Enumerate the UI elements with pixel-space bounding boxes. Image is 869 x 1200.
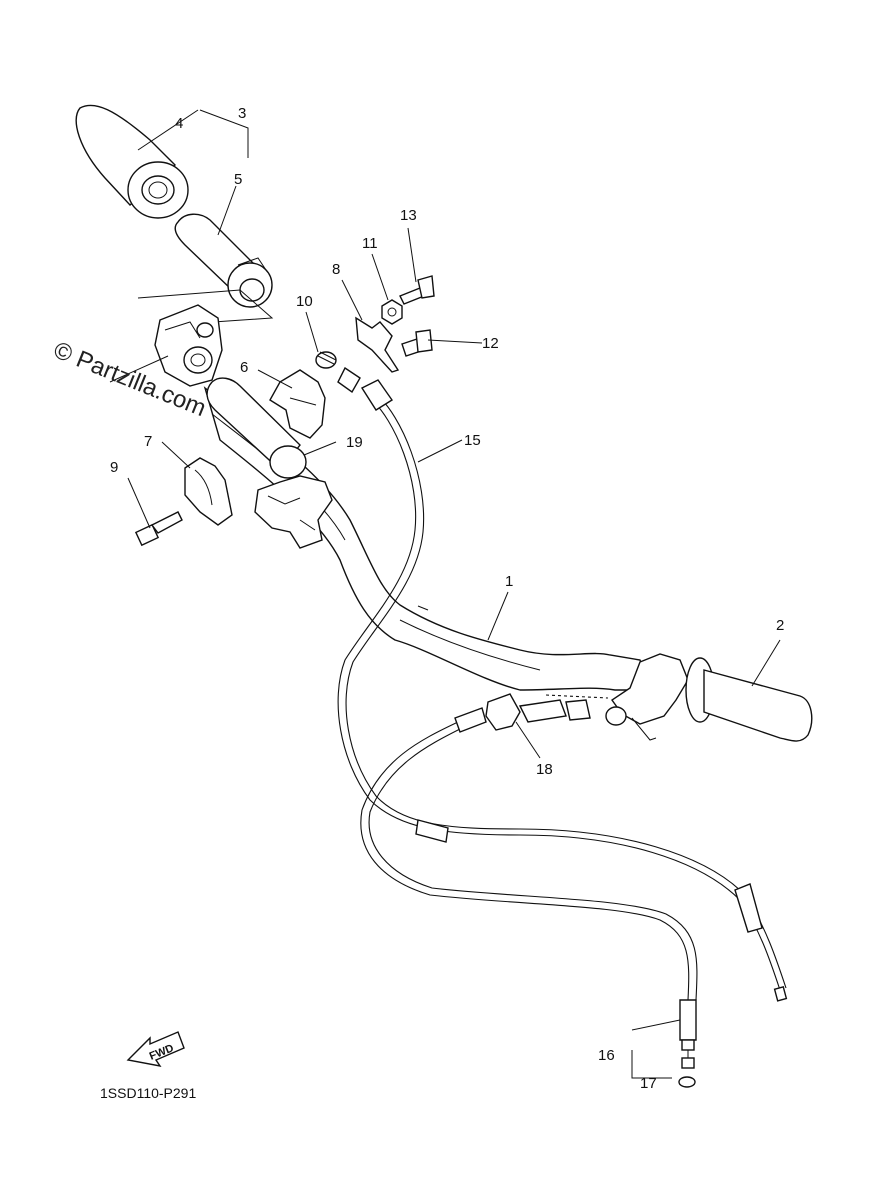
fwd-arrow: FWD: [126, 1031, 185, 1067]
adjuster-18: [454, 693, 609, 733]
screw-12: [401, 329, 433, 357]
lever-bracket-left: [254, 475, 333, 549]
right-grip: [685, 657, 813, 742]
lower-holder: [184, 457, 233, 526]
callout-16: 16: [598, 1047, 615, 1064]
leader-lines: [109, 109, 781, 1079]
callout-5: 5: [234, 171, 242, 188]
diagram-code: 1SSD110-P291: [100, 1085, 196, 1101]
throttle-tube: [174, 213, 273, 308]
callout-13: 13: [400, 207, 417, 224]
callout-19: 19: [346, 434, 363, 451]
callout-15: 15: [464, 432, 481, 449]
callout-4: 4: [175, 115, 183, 132]
throttle-cable-15: [337, 379, 788, 1002]
callout-2: 2: [776, 617, 784, 634]
throttle-housing: [137, 289, 274, 387]
callout-9: 9: [110, 459, 118, 476]
left-grip: [75, 104, 189, 219]
callout-3: 3: [238, 105, 246, 122]
callout-11: 11: [362, 235, 378, 252]
callout-1: 1: [505, 573, 513, 590]
collar-19: [269, 445, 307, 479]
callout-6: 6: [240, 359, 248, 376]
screw-13: [399, 275, 435, 305]
callout-7: 7: [144, 433, 152, 450]
nut-11: [381, 299, 403, 325]
cover-plate-8: [355, 316, 400, 373]
bolt-9: [134, 511, 183, 547]
callout-10: 10: [296, 293, 313, 310]
callout-8: 8: [332, 261, 340, 278]
callouts: 4 3 5 13 11 8 10 12 6 15 19 7 9 1 2 18 1…: [110, 105, 784, 1092]
callout-18: 18: [536, 761, 553, 778]
callout-12: 12: [482, 335, 499, 352]
callout-17: 17: [640, 1075, 657, 1092]
ring-17: [678, 1076, 696, 1088]
lever-perch-right: [605, 653, 689, 741]
cable-fitting-10: [315, 351, 361, 394]
upper-holder: [269, 369, 326, 439]
clutch-cable-16: [360, 721, 698, 1069]
